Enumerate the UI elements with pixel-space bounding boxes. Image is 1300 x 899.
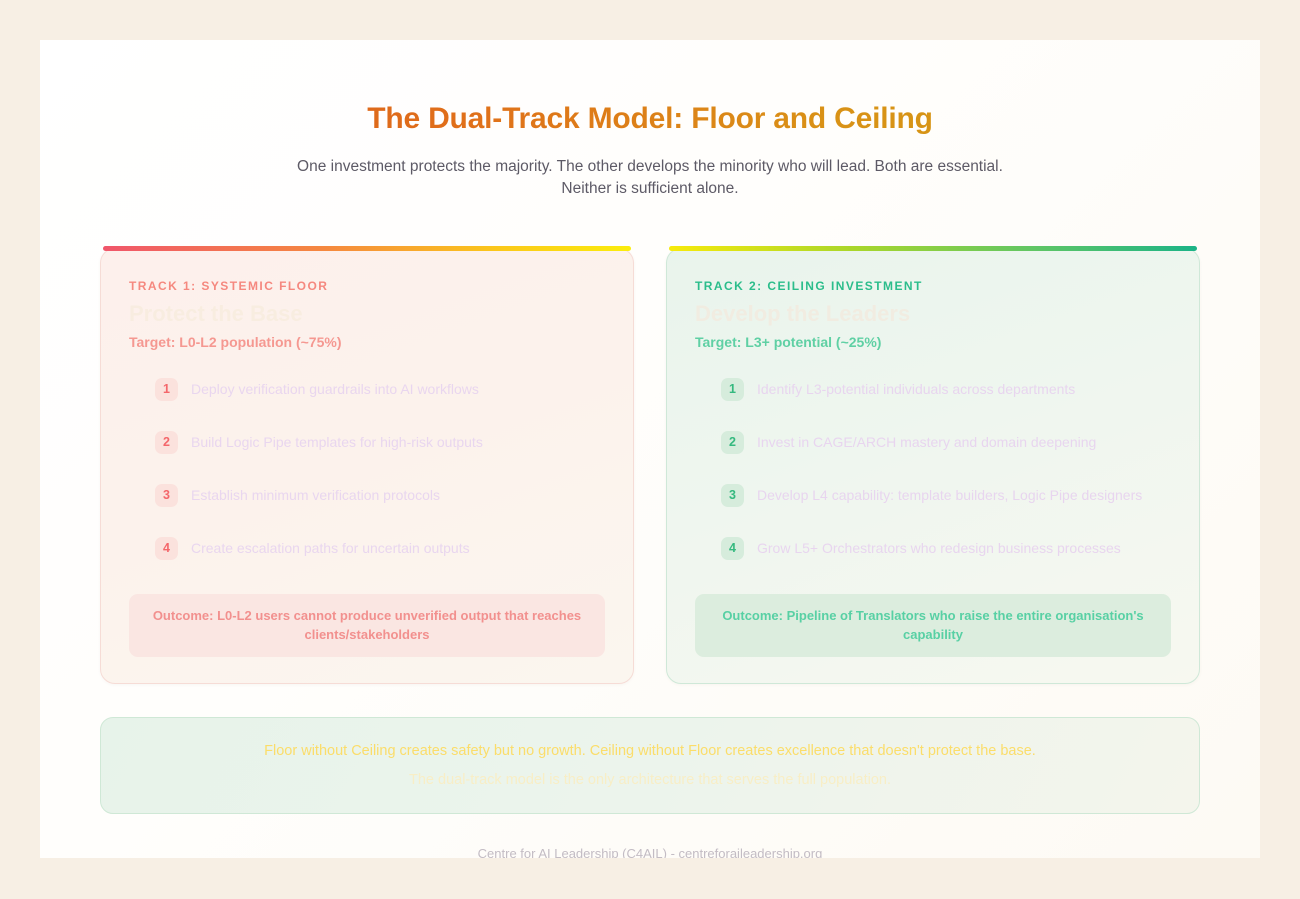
step-number-badge: 4 <box>721 536 744 560</box>
track-label-1: TRACK 1: SYSTEMIC FLOOR <box>129 279 329 294</box>
tracks-container: TRACK 1: SYSTEMIC FLOOR Protect the Base… <box>100 246 1200 685</box>
page-subtitle: One investment protects the majority. Th… <box>297 157 1003 198</box>
list-item: 1 Deploy verification guardrails into AI… <box>129 377 605 401</box>
step-number-badge: 2 <box>721 430 744 454</box>
card-accent-bar-ceiling <box>669 246 1197 252</box>
list-item: 3 Establish minimum verification protoco… <box>129 483 605 507</box>
synthesis-line-2: The dual-track model is the only archite… <box>409 771 891 788</box>
track-target-2: Target: L3+ potential (~25%) <box>695 333 882 350</box>
step-number-badge: 2 <box>155 430 178 454</box>
step-text: Grow L5+ Orchestrators who redesign busi… <box>757 539 1121 556</box>
list-item: 4 Grow L5+ Orchestrators who redesign bu… <box>695 536 1171 560</box>
step-number-badge: 3 <box>155 483 178 507</box>
page-title: The Dual-Track Model: Floor and Ceiling <box>40 102 1260 137</box>
list-item: 2 Build Logic Pipe templates for high-ri… <box>129 430 605 454</box>
step-number-badge: 4 <box>155 536 178 560</box>
footer-attribution: Centre for AI Leadership (C4AIL) - centr… <box>477 846 823 858</box>
synthesis-line-1: Floor without Ceiling creates safety but… <box>264 743 1036 760</box>
step-text: Build Logic Pipe templates for high-risk… <box>191 433 483 450</box>
slide-header: The Dual-Track Model: Floor and Ceiling … <box>40 40 1260 201</box>
steps-list-2: 1 Identify L3-potential individuals acro… <box>695 377 1171 560</box>
track-label-2: TRACK 2: CEILING INVESTMENT <box>695 279 923 294</box>
track-heading-1: Protect the Base <box>129 301 303 327</box>
list-item: 3 Develop L4 capability: template builde… <box>695 483 1171 507</box>
step-text: Establish minimum verification protocols <box>191 486 440 503</box>
step-number-badge: 3 <box>721 483 744 507</box>
step-text: Create escalation paths for uncertain ou… <box>191 539 470 556</box>
list-item: 4 Create escalation paths for uncertain … <box>129 536 605 560</box>
outcome-box-1: Outcome: L0-L2 users cannot produce unve… <box>129 593 605 658</box>
step-number-badge: 1 <box>155 377 178 401</box>
outcome-box-2: Outcome: Pipeline of Translators who rai… <box>695 593 1171 658</box>
steps-list-1: 1 Deploy verification guardrails into AI… <box>129 377 605 560</box>
track-heading-2: Develop the Leaders <box>695 301 911 327</box>
step-number-badge: 1 <box>721 377 744 401</box>
list-item: 2 Invest in CAGE/ARCH mastery and domain… <box>695 430 1171 454</box>
step-text: Deploy verification guardrails into AI w… <box>191 380 479 397</box>
slide-canvas: The Dual-Track Model: Floor and Ceiling … <box>40 40 1260 858</box>
list-item: 1 Identify L3-potential individuals acro… <box>695 377 1171 401</box>
step-text: Identify L3-potential individuals across… <box>757 380 1076 397</box>
track-target-1: Target: L0-L2 population (~75%) <box>129 333 342 350</box>
synthesis-banner: Floor without Ceiling creates safety but… <box>100 717 1200 815</box>
track-card-systemic-floor: TRACK 1: SYSTEMIC FLOOR Protect the Base… <box>100 246 634 685</box>
card-accent-bar-floor <box>103 246 631 252</box>
track-card-ceiling-investment: TRACK 2: CEILING INVESTMENT Develop the … <box>666 246 1200 685</box>
step-text: Invest in CAGE/ARCH mastery and domain d… <box>757 433 1097 450</box>
step-text: Develop L4 capability: template builders… <box>757 486 1143 503</box>
